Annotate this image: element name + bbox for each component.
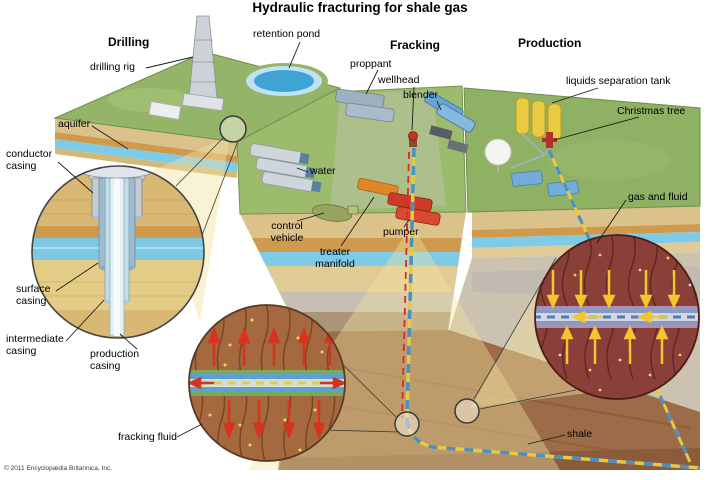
label-shale: shale [567, 428, 593, 440]
label-surface-casing: surface casing [16, 283, 51, 307]
gas-inset [534, 234, 700, 400]
label-fracking-fluid: fracking fluid [118, 431, 177, 443]
label-production-casing: production casing [90, 348, 140, 372]
diagram-title: Hydraulic fracturing for shale gas [252, 0, 468, 15]
section-drilling: Drilling [108, 35, 150, 49]
drilling-rig [148, 15, 225, 120]
production-tanks [515, 97, 562, 156]
magnifier-marker-fracking [394, 411, 420, 437]
proppant-specks [203, 318, 324, 452]
fracking-inset [188, 304, 346, 462]
proppant-trucks [335, 88, 395, 123]
label-pumper: pumper [383, 226, 419, 238]
label-drilling-rig: drilling rig [90, 61, 135, 73]
gas-specks [548, 253, 692, 392]
treater-manifold-unit [357, 177, 399, 198]
misc-trucks [429, 125, 469, 154]
label-retention-pond: retention pond [253, 28, 321, 40]
label-control-vehicle: control vehicle [270, 220, 304, 244]
wellhead-unit [408, 131, 418, 147]
label-intermediate-casing: intermediate casing [6, 333, 64, 357]
label-christmas-tree: Christmas tree [617, 105, 686, 117]
leader-lines [55, 41, 640, 445]
gas-arrows [546, 270, 681, 364]
label-treater-manifold: treater manifold [315, 246, 355, 270]
label-liquids-separation-tank: liquids separation tank [566, 75, 671, 87]
label-wellhead: wellhead [378, 74, 420, 86]
pumper-trucks [387, 192, 441, 226]
fracking-arrows [189, 326, 345, 440]
copyright: © 2011 Encyclopædia Britannica, Inc. [4, 465, 113, 472]
label-gas-and-fluid: gas and fluid [628, 191, 688, 203]
separation-sphere [484, 138, 512, 172]
retention-pond [240, 63, 328, 99]
label-aquifer: aquifer [58, 118, 91, 130]
label-blender: blender [403, 89, 439, 101]
control-vehicle-unit [311, 204, 359, 222]
label-conductor-casing: conductor casing [6, 148, 53, 172]
christmas-tree-unit [542, 132, 557, 148]
shale-layer [278, 330, 700, 470]
blender-truck [424, 91, 476, 133]
label-water: water [310, 165, 336, 177]
magnifier-marker-gas [454, 398, 480, 424]
water-tankers [249, 143, 322, 193]
label-proppant: proppant [350, 58, 392, 70]
casing-inset [31, 165, 205, 339]
section-production: Production [518, 36, 582, 50]
section-fracking: Fracking [390, 38, 441, 52]
magnifier-marker-casing [219, 115, 247, 143]
wellbore-vertical [401, 147, 416, 421]
separator-units [509, 154, 579, 197]
